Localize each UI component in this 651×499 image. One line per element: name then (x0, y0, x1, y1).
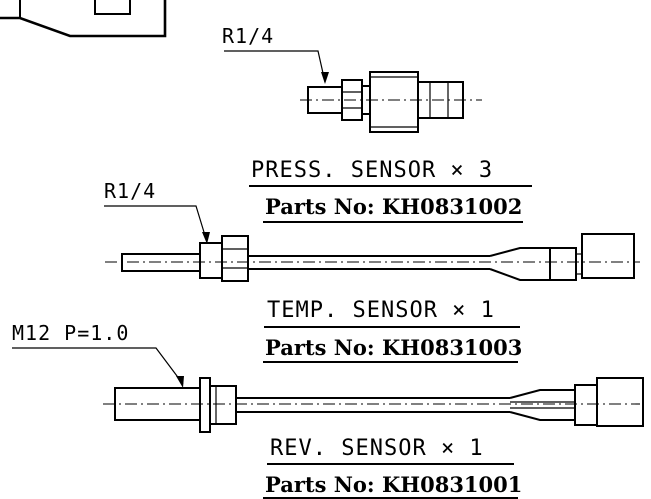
rev-sensor-drawing (12, 347, 644, 433)
press-sensor-drawing (224, 50, 482, 133)
partial-part-top-left (0, 0, 167, 38)
temp-sensor-thread-label: R1/4 (104, 179, 156, 203)
rev-sensor-parts-no: Parts No: KH0831001 (265, 472, 522, 497)
press-sensor-title: PRESS. SENSOR × 3 (251, 158, 493, 183)
press-sensor-leader (224, 50, 326, 83)
temp-sensor-parts-no: Parts No: KH0831003 (265, 335, 522, 360)
rev-sensor-title: REV. SENSOR × 1 (270, 436, 484, 461)
rev-sensor-thread-label: M12 P=1.0 (12, 321, 129, 345)
press-sensor-thread-label: R1/4 (222, 24, 274, 48)
temp-sensor-title: TEMP. SENSOR × 1 (267, 298, 495, 323)
rev-sensor-leader (12, 347, 184, 385)
press-sensor-parts-no: Parts No: KH0831002 (265, 194, 522, 219)
temp-sensor-leader (104, 205, 208, 243)
temp-sensor-drawing (104, 205, 640, 282)
